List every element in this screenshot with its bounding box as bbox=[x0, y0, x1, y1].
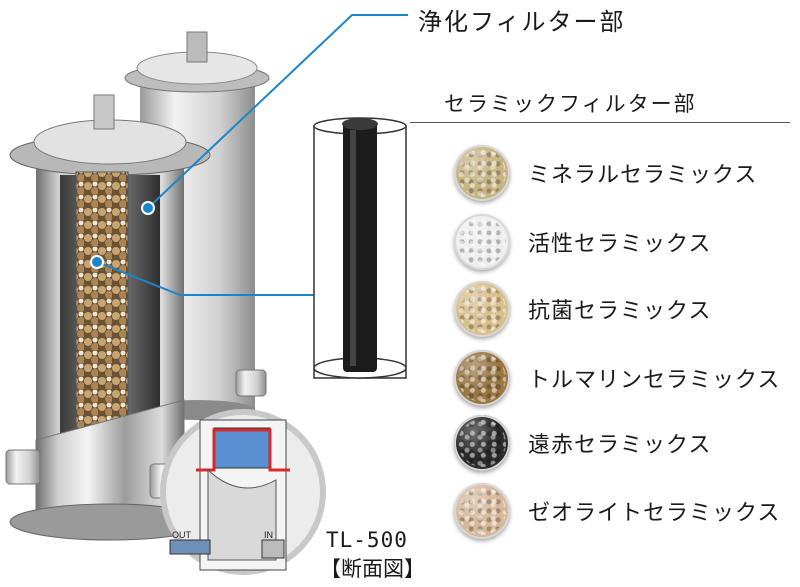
ceramic-item-label: 遠赤セラミックス bbox=[528, 433, 712, 458]
ceramic-item-label: ミネラルセラミックス bbox=[528, 163, 758, 188]
ceramic-filter-rule bbox=[410, 122, 790, 123]
ceramic-item: 抗菌セラミックス bbox=[454, 279, 800, 339]
ceramic-ball-icon bbox=[454, 145, 510, 201]
ceramic-ball-icon bbox=[454, 483, 510, 539]
model-number: TL-500 bbox=[326, 528, 408, 552]
inset-in-label: IN bbox=[264, 530, 273, 540]
front-cylinder bbox=[5, 94, 211, 541]
ceramic-item: ミネラルセラミックス bbox=[454, 143, 800, 203]
ceramic-item-label: 活性セラミックス bbox=[528, 232, 712, 257]
cross-section-inset bbox=[160, 409, 326, 575]
ceramic-item-label: ゼオライトセラミックス bbox=[528, 501, 781, 526]
ceramic-item-label: トルマリンセラミックス bbox=[528, 368, 781, 393]
ceramic-ball-icon bbox=[454, 214, 510, 270]
ceramic-item: トルマリンセラミックス bbox=[454, 348, 800, 408]
ceramic-ball-icon bbox=[454, 350, 510, 406]
callout-lines bbox=[96, 14, 408, 296]
ceramic-cartridge bbox=[313, 117, 407, 379]
ceramic-ball-icon bbox=[454, 281, 510, 337]
ceramic-item: ゼオライトセラミックス bbox=[454, 481, 800, 541]
purify-filter-label: 浄化フィルター部 bbox=[418, 8, 626, 36]
callout-dot-purify bbox=[141, 201, 155, 215]
ceramic-ball-icon bbox=[454, 415, 510, 471]
cross-section-caption: 【断面図】 bbox=[320, 557, 425, 581]
ceramic-filter-label: セラミックフィルター部 bbox=[444, 92, 697, 116]
ceramic-item: 活性セラミックス bbox=[454, 212, 800, 272]
ceramic-item-label: 抗菌セラミックス bbox=[528, 299, 712, 324]
callout-dot-ceramic bbox=[90, 255, 104, 269]
inset-out-label: OUT bbox=[172, 530, 192, 540]
ceramic-item: 遠赤セラミックス bbox=[454, 413, 800, 473]
